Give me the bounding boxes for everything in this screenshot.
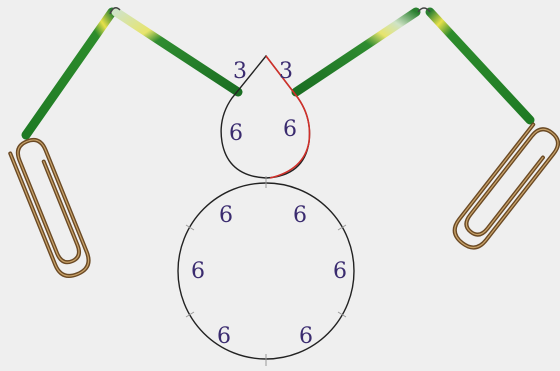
apex-label-left: 3 [233, 59, 247, 84]
right-joint-hook [417, 7, 431, 13]
teardrop-red-edge [265, 55, 311, 179]
apex-label-right: 3 [279, 59, 293, 84]
right-paperclip [452, 122, 560, 250]
left-stick-lower [111, 7, 243, 97]
ring-label-bottom-left: 6 [217, 324, 231, 349]
right-stick-upper [425, 7, 535, 125]
drop-label-left: 6 [229, 121, 243, 146]
ring-label-mid-left: 6 [191, 259, 205, 284]
ring-tick-marks [185, 176, 347, 366]
ring-label-top-left: 6 [219, 203, 233, 228]
right-stick-lower [291, 7, 421, 97]
drop-label-right: 6 [283, 117, 297, 142]
left-stick-upper [21, 7, 117, 140]
left-joint-hook [109, 7, 121, 15]
left-paperclip [8, 137, 91, 278]
ring-label-bottom-right: 6 [299, 324, 313, 349]
ring-label-top-right: 6 [293, 203, 307, 228]
ring-label-mid-right: 6 [333, 259, 347, 284]
